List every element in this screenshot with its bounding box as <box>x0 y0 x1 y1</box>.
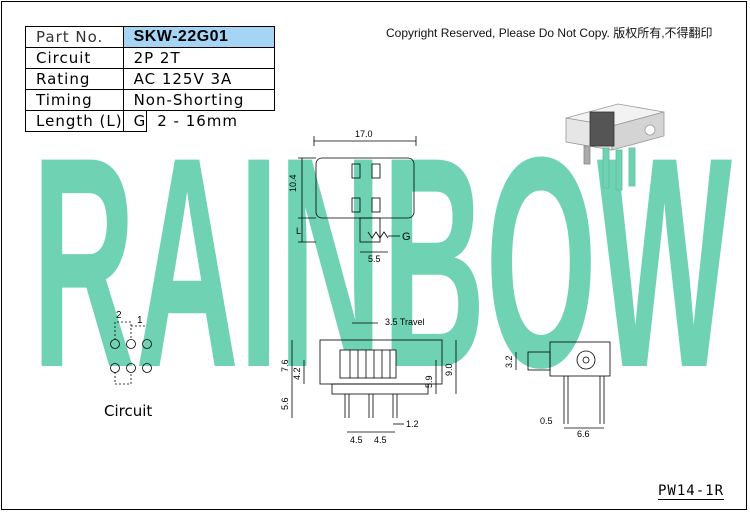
dim-travel: 3.5 Travel <box>385 317 425 327</box>
length-code: G <box>122 110 148 132</box>
part-code: PW14-1R <box>658 483 725 500</box>
dim-front-9-0: 9.0 <box>444 363 454 376</box>
dim-side-0-5: 0.5 <box>540 416 553 426</box>
side-view-drawing: 3.2 0.5 6.6 <box>504 341 611 439</box>
circuit-caption: Circuit <box>104 402 153 420</box>
dim-front-4-5-a: 4.5 <box>350 435 363 445</box>
spec-row-rating: Rating AC 125V 3A <box>25 68 275 90</box>
dim-side-3-2: 3.2 <box>504 355 514 368</box>
length-value: 2 - 16mm <box>157 112 239 131</box>
length-label: Length (L) <box>25 110 124 132</box>
dim-side-6-6: 6.6 <box>577 429 590 439</box>
spec-row-circuit: Circuit 2P 2T <box>25 47 275 69</box>
rating-label: Rating <box>25 68 124 90</box>
dim-front-4-2: 4.2 <box>292 367 302 380</box>
product-image <box>565 103 665 191</box>
slider-knob <box>589 111 615 147</box>
spec-row-timing: Timing Non-Shorting <box>25 89 275 111</box>
dim-front-5-9: 5.9 <box>424 375 434 388</box>
dim-top-width: 17.0 <box>355 129 373 139</box>
timing-value: Non-Shorting <box>122 89 275 111</box>
spec-table: Part No. SKW-22G01 Circuit 2P 2T Rating … <box>25 26 275 132</box>
circuit-schematic: 2 1 <box>110 310 152 385</box>
circuit-value: 2P 2T <box>122 47 275 69</box>
dim-top-pitch: 5.5 <box>368 254 381 264</box>
spec-row-part-no: Part No. SKW-22G01 <box>25 26 275 48</box>
dim-front-7-6: 7.6 <box>280 359 290 372</box>
top-view-drawing: 17.0 10.4 L G 5.5 <box>288 129 417 264</box>
rating-value: AC 125V 3A <box>122 68 275 90</box>
dim-front-1-2: 1.2 <box>406 419 419 429</box>
dim-top-g: G <box>402 231 411 243</box>
dim-top-length: L <box>296 226 301 236</box>
front-view-drawing: 3.5 Travel 7.6 4.2 5.6 5.9 9.0 4.5 4.5 1… <box>280 317 457 445</box>
dim-top-height: 10.4 <box>288 174 298 192</box>
dim-front-4-5-b: 4.5 <box>374 435 387 445</box>
terminal-2-label: 2 <box>116 310 122 321</box>
spec-row-length: Length (L) G 2 - 16mm <box>25 110 275 132</box>
timing-label: Timing <box>25 89 124 111</box>
terminal-1-label: 1 <box>137 315 143 326</box>
copyright-notice: Copyright Reserved, Please Do Not Copy. … <box>386 26 713 40</box>
dim-front-5-6: 5.6 <box>280 397 290 410</box>
